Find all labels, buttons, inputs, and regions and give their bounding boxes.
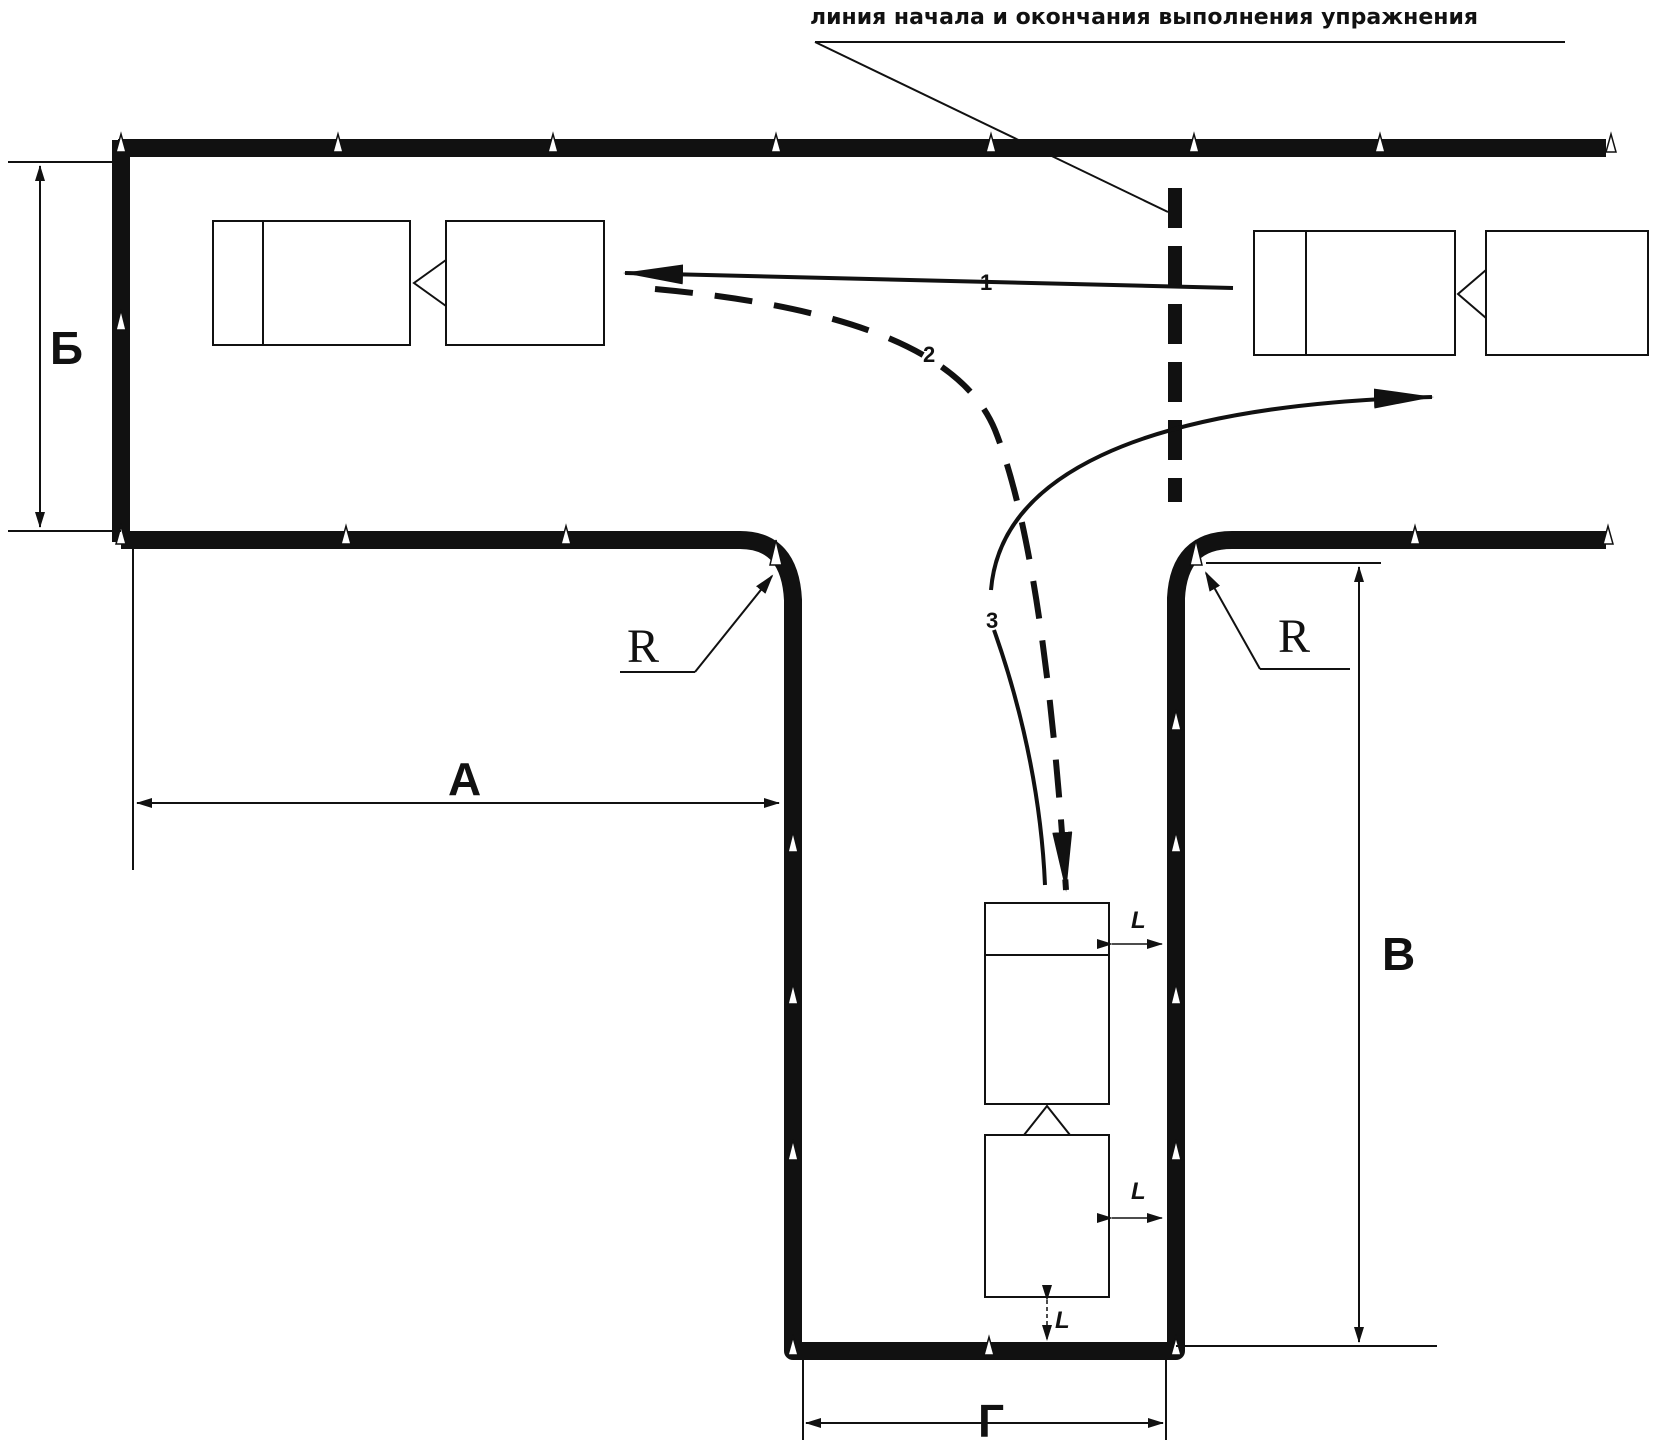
vehicle-trailer (984, 902, 1110, 1105)
cone (1170, 709, 1182, 731)
cone (787, 831, 799, 853)
dimension-a (132, 540, 780, 870)
dim-g-label: Г (978, 1395, 1004, 1447)
radius-right-leader (1205, 571, 1261, 670)
vehicle-hitch (412, 259, 447, 307)
cone (787, 1334, 799, 1356)
cone (985, 131, 997, 153)
caption-text: линия начала и окончания выполнения упра… (810, 5, 1478, 30)
cone (1605, 131, 1617, 153)
cone (983, 1334, 995, 1356)
vehicle-trailer (212, 220, 411, 346)
dim-a-label: А (448, 753, 481, 805)
cone (560, 523, 572, 545)
radius-callout-left (620, 574, 774, 673)
cone (1170, 831, 1182, 853)
vehicle-cab (1485, 230, 1649, 356)
cone (1602, 523, 1614, 545)
dim-b-label: Б (50, 322, 83, 374)
vehicle-hitch (1456, 269, 1487, 319)
clearance-bottom-label: L (1055, 1307, 1070, 1334)
radius-left-leader (694, 574, 774, 673)
path-1-number: 1 (980, 270, 992, 295)
cone (1188, 131, 1200, 153)
cone (340, 523, 352, 545)
cone (332, 131, 344, 153)
cone (770, 131, 782, 153)
path-3-lower (992, 629, 1047, 886)
path-3-number: 3 (986, 608, 998, 633)
dimension-v (1176, 562, 1437, 1347)
cone (1374, 131, 1386, 153)
cone (787, 983, 799, 1005)
path-2-number: 2 (923, 342, 935, 367)
caption-group: линия начала и окончания выполнения упра… (810, 5, 1565, 213)
path-3-upper (989, 388, 1434, 591)
path-numbers: 1 2 3 (923, 270, 998, 633)
cone (1170, 1139, 1182, 1161)
vehicle-bottom (984, 902, 1110, 1298)
caption-leader (814, 41, 1169, 213)
cone (115, 309, 127, 331)
vehicle-hitch (1023, 1104, 1071, 1136)
cone (1409, 523, 1421, 545)
clearance-markers (1042, 939, 1163, 1341)
radius-callout-right (1205, 571, 1350, 670)
path-2-line (654, 286, 1073, 892)
vehicle-trailer (1253, 230, 1456, 356)
radius-right-label: R (1278, 610, 1310, 663)
dimension-b (8, 161, 121, 532)
clearance-top-label: L (1131, 907, 1146, 934)
radius-left-label: R (627, 620, 659, 673)
maneuver-paths (623, 264, 1434, 892)
cone (115, 131, 127, 153)
cone (547, 131, 559, 153)
vehicle-cab (445, 220, 605, 346)
cone (1189, 539, 1203, 566)
cone (769, 539, 783, 566)
cone (787, 1139, 799, 1161)
dim-v-label: В (1382, 928, 1415, 980)
cone (115, 523, 127, 545)
vehicle-right (1253, 230, 1649, 356)
clearance-middle-label: L (1131, 1178, 1146, 1205)
dimension-g (802, 1357, 1167, 1440)
cones (115, 131, 1617, 1356)
vehicle-cab (984, 1134, 1110, 1298)
cone (1170, 983, 1182, 1005)
path-1-line (623, 264, 1234, 290)
vehicle-left (212, 220, 605, 346)
